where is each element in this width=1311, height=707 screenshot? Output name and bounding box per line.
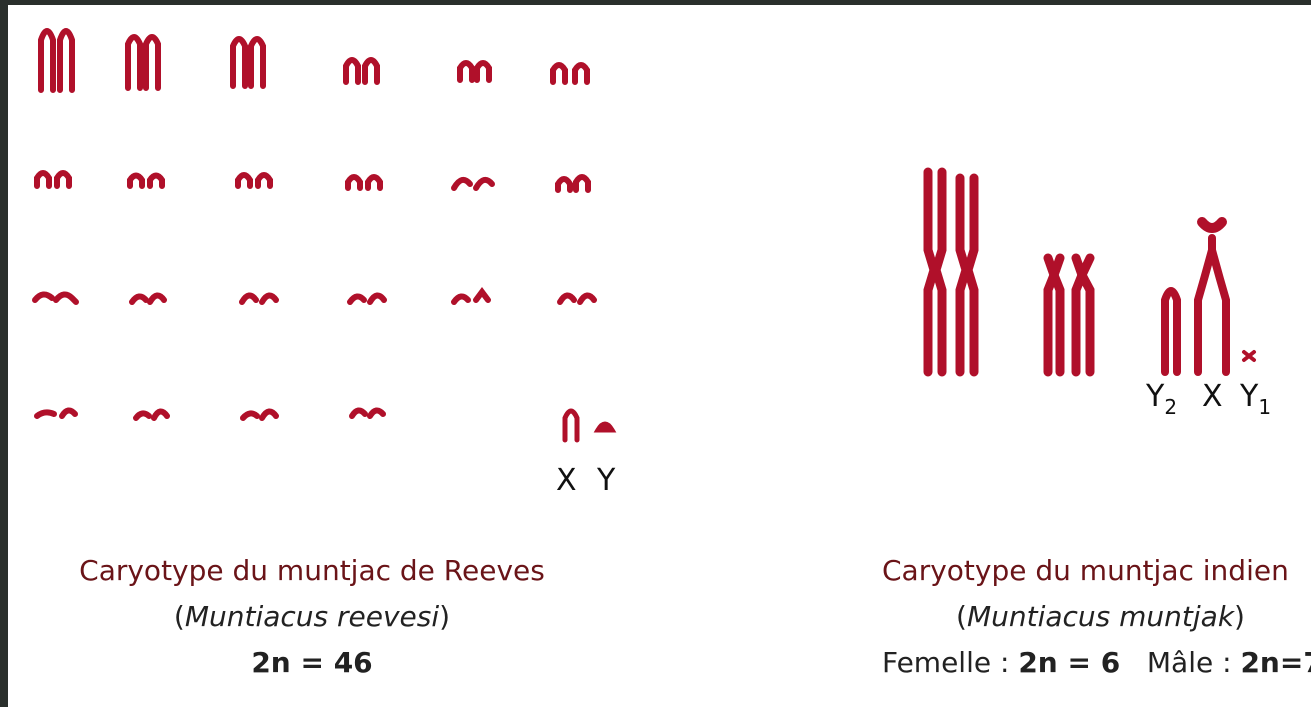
reeves-row-2	[37, 173, 588, 190]
indian-caption: Caryotype du muntjac indien (Muntiacus m…	[882, 548, 1311, 686]
reeves-species-name: Muntiacus reevesi	[185, 600, 439, 633]
reeves-caption-title: Caryotype du muntjac de Reeves	[52, 548, 572, 594]
reeves-count: 2n = 46	[52, 640, 572, 686]
indian-species-name: Muntiacus muntjak	[967, 600, 1234, 633]
indian-caption-title: Caryotype du muntjac indien	[882, 548, 1311, 594]
indian-sex-chromosomes	[1165, 222, 1254, 372]
reeves-row-3	[35, 292, 594, 302]
reeves-row-4	[37, 410, 383, 418]
indian-x-label: X	[1202, 382, 1223, 412]
reeves-y-label: Y	[597, 466, 615, 496]
indian-count-line: Femelle : 2n = 6 Mâle : 2n=7	[882, 640, 1311, 686]
reeves-caption: Caryotype du muntjac de Reeves (Muntiacu…	[52, 548, 572, 686]
reeves-x-label: X	[556, 466, 577, 496]
reeves-sex-chromosomes	[565, 411, 612, 440]
indian-y2-label: Y2	[1146, 382, 1177, 422]
indian-species-line: (Muntiacus muntjak)	[882, 594, 1311, 640]
indian-y1-label: Y1	[1240, 382, 1271, 422]
reeves-species-line: (Muntiacus reevesi)	[52, 594, 572, 640]
reeves-row-1	[41, 31, 587, 90]
indian-chromosome-pair-2	[1048, 258, 1090, 372]
indian-chromosome-pair-1	[928, 172, 974, 372]
